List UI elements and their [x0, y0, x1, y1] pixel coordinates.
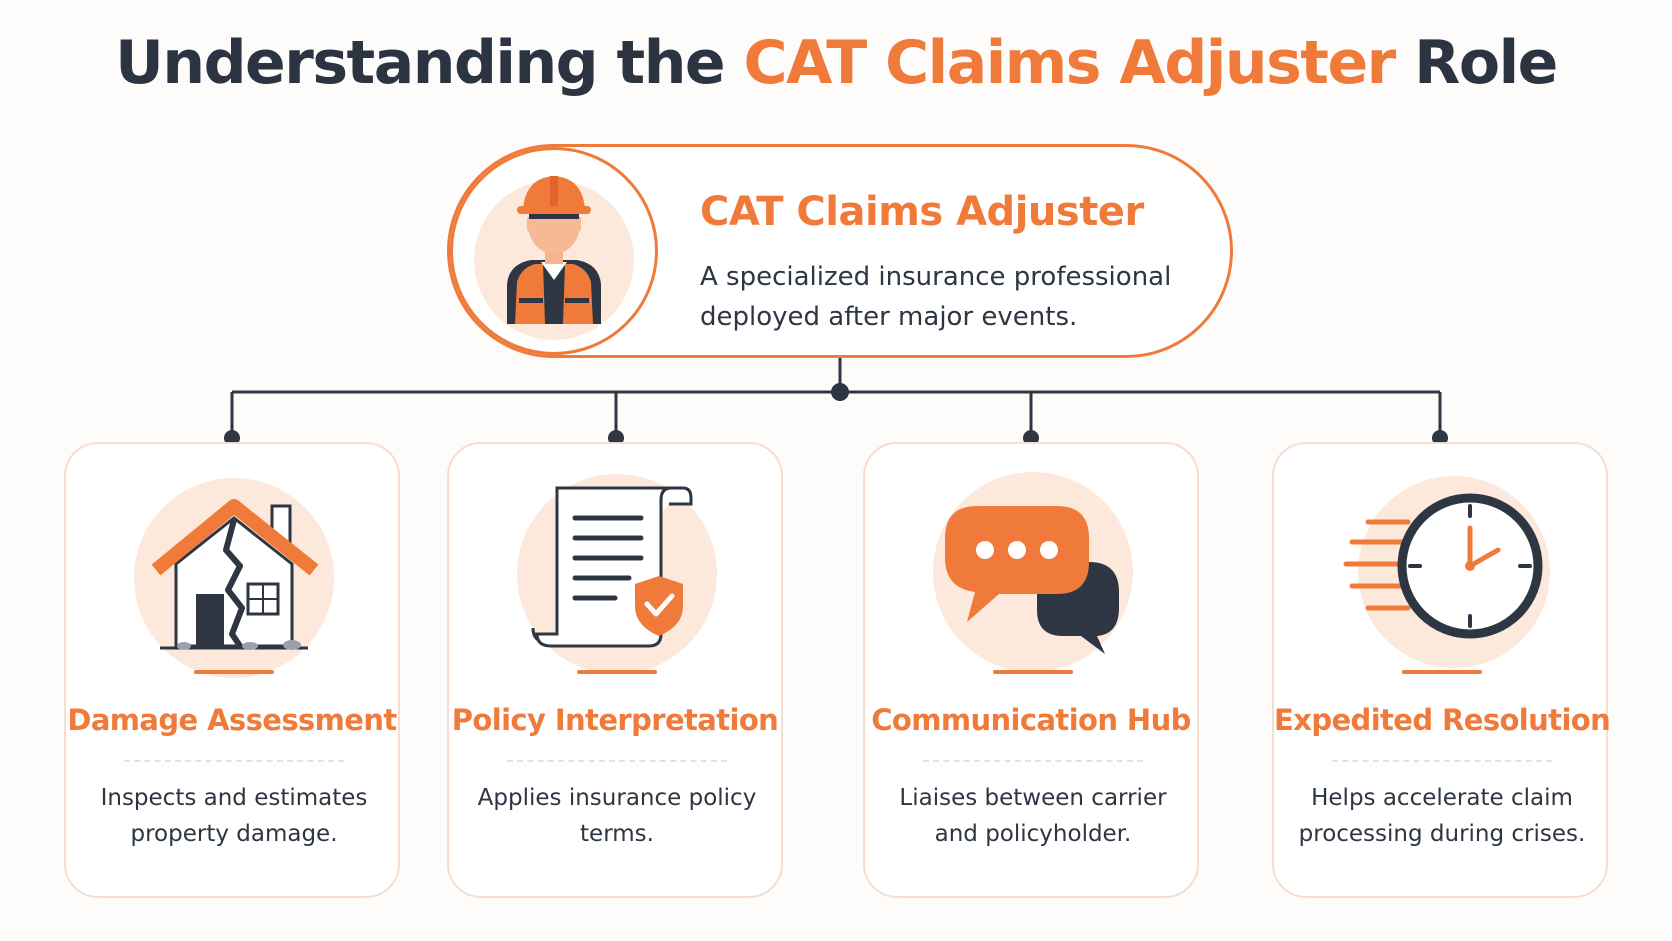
card-description: Applies insurance policy terms. [477, 785, 757, 847]
divider [507, 760, 727, 762]
divider [124, 760, 344, 762]
title-prefix: Understanding the [115, 28, 725, 98]
role-title: CAT Claims Adjuster [700, 189, 1144, 235]
card-policy-interpretation: Policy Interpretation Applies insurance … [447, 442, 783, 898]
accent-bar [1402, 670, 1482, 674]
connector-hub-dot [831, 383, 849, 401]
role-description: A specialized insurance professional dep… [700, 262, 1172, 332]
damaged-house-icon [134, 478, 334, 678]
speech-bubbles-icon [933, 472, 1133, 672]
card-expedited-resolution: Expedited Resolution Helps accelerate cl… [1272, 442, 1611, 898]
card-description: Inspects and estimates property damage. [100, 785, 368, 847]
policy-document-icon [517, 474, 717, 674]
accent-bar [194, 670, 274, 674]
title-highlight: CAT Claims Adjuster [743, 28, 1397, 98]
accent-bar [993, 670, 1073, 674]
page-title: Understanding the CAT Claims Adjuster Ro… [0, 28, 1672, 98]
card-communication-hub: Communication Hub Liaises between carrie… [863, 442, 1199, 898]
title-suffix: Role [1414, 28, 1558, 98]
card-title: Communication Hub [871, 703, 1191, 737]
divider [923, 760, 1143, 762]
accent-bar [577, 670, 657, 674]
card-title: Policy Interpretation [451, 703, 779, 737]
avatar [450, 147, 658, 355]
card-damage-assessment: Damage Assessment Inspects and estimates… [64, 442, 400, 898]
card-title: Expedited Resolution [1274, 703, 1611, 737]
card-title: Damage Assessment [67, 703, 397, 737]
card-description: Helps accelerate claim processing during… [1298, 785, 1586, 847]
divider [1332, 760, 1552, 762]
role-card: CAT Claims Adjuster A specialized insura… [447, 144, 1233, 358]
construction-worker-icon [474, 176, 634, 340]
fast-clock-icon [1343, 476, 1550, 668]
card-description: Liaises between carrier and policyholder… [899, 785, 1167, 847]
